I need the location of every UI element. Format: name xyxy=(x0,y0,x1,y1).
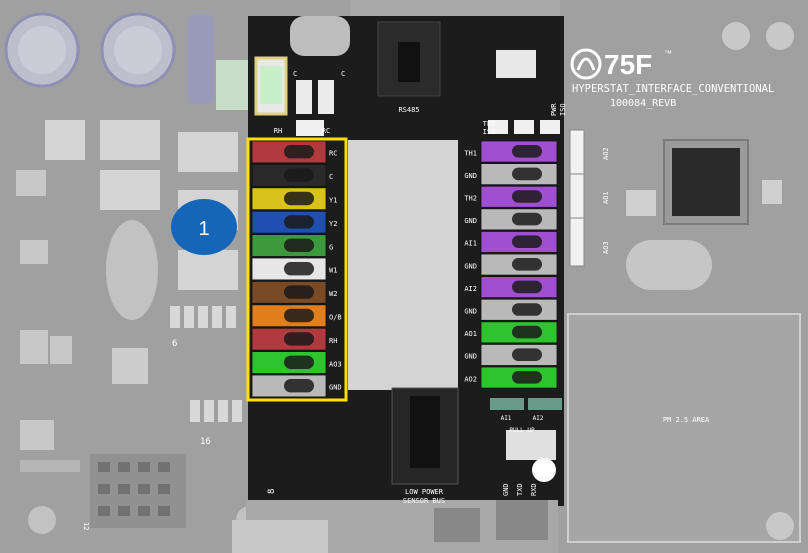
terminal-label: AI2 xyxy=(464,285,477,293)
uart-rxd-label: RXD xyxy=(530,483,538,496)
terminal-screw-slot xyxy=(512,190,542,203)
terminal-screw-slot xyxy=(512,325,542,339)
terminal-screw-slot xyxy=(284,355,314,369)
terminal-screw-slot xyxy=(284,191,314,206)
center-components xyxy=(254,21,562,542)
rs485-label: RS485 xyxy=(398,106,419,114)
terminal-label: W2 xyxy=(329,290,337,298)
terminal-label: G xyxy=(329,243,333,251)
terminal-label: AO1 xyxy=(464,330,477,338)
terminal-screw-slot xyxy=(512,303,542,316)
terminal-screw-slot xyxy=(512,371,542,384)
terminal-label: RH xyxy=(329,337,337,345)
logo-tm: ™ xyxy=(664,49,672,58)
terminal-screw-slot xyxy=(284,308,314,323)
terminal-label: AO2 xyxy=(464,375,477,383)
terminal-screw-slot xyxy=(512,235,542,248)
terminal-label: W1 xyxy=(329,267,337,275)
highlight-box xyxy=(246,137,348,402)
ai2-small-label: AI2 xyxy=(533,415,544,422)
terminal-screw-slot xyxy=(284,168,314,182)
pwr-iso-label: ISO xyxy=(559,103,567,116)
terminal-screw-slot xyxy=(512,348,542,361)
display-window xyxy=(348,140,458,390)
ao1-right-label: AO1 xyxy=(602,191,610,204)
terminal-label: RC xyxy=(329,150,337,158)
uart-gnd-label: GND xyxy=(502,483,510,496)
rc-label: RC xyxy=(322,127,330,135)
terminal-label: TH2 xyxy=(464,195,477,203)
terminal-label: O/B xyxy=(329,314,342,322)
digit-16: 16 xyxy=(200,437,211,447)
brand-logo: 75F ™ xyxy=(570,48,672,80)
terminal-screw-slot xyxy=(284,215,314,229)
terminal-screw-slot xyxy=(284,285,314,299)
pm-area-outline xyxy=(567,313,801,543)
terminal-screw-slot xyxy=(512,212,542,226)
right-components xyxy=(350,0,801,543)
digit-12: 12 xyxy=(82,522,90,530)
pm-area-label: PM 2.5 AREA xyxy=(663,416,710,424)
terminal-screw-slot xyxy=(512,167,542,181)
digit-6: 6 xyxy=(172,339,177,349)
terminal-label: GND xyxy=(464,308,477,316)
board-revision: 100084_REVB xyxy=(610,98,676,109)
pwr-label: PWR xyxy=(550,103,558,116)
board-name: HYPERSTAT_INTERFACE_CONVENTIONAL xyxy=(572,83,774,95)
ao3-right-label: AO3 xyxy=(602,241,610,254)
callout-number: 1 xyxy=(198,218,209,240)
terminal-label: C xyxy=(329,173,333,181)
ao2-right-label: AO2 xyxy=(602,147,610,160)
terminal-label: TH1 xyxy=(464,149,477,157)
pull-up-label: PULL UP xyxy=(509,427,535,434)
cap-label-1: C xyxy=(293,70,297,78)
terminal-screw-slot xyxy=(284,238,314,252)
terminal-label: GND xyxy=(464,353,477,361)
terminal-label: GND xyxy=(464,262,477,270)
low-power-label-1: LOW POWER xyxy=(405,488,444,496)
callout-marker xyxy=(171,199,237,255)
terminal-screw-slot xyxy=(284,332,314,346)
terminal-screw-slot xyxy=(512,145,542,158)
uart-txd-label: TXD xyxy=(516,483,524,496)
terminal-screw-slot xyxy=(512,258,542,271)
terminal-screw-slot xyxy=(512,280,542,294)
logo-mark: 75F xyxy=(604,49,652,80)
terminal-label: GND xyxy=(329,384,342,392)
digit-8: 8 xyxy=(267,489,277,494)
terminal-label: GND xyxy=(464,217,477,225)
terminal-screw-slot xyxy=(284,262,314,276)
ai1-small-label: AI1 xyxy=(501,415,512,422)
low-power-label-2: SENSOR BUS xyxy=(403,497,445,505)
ter-iso-label: ISO xyxy=(483,128,496,136)
terminal-label: GND xyxy=(464,172,477,180)
terminal-label: AI1 xyxy=(464,240,477,248)
terminal-screw-slot xyxy=(284,379,314,393)
terminal-screw-slot xyxy=(284,145,314,159)
rh-label: RH xyxy=(274,127,282,135)
terminal-label: Y2 xyxy=(329,220,337,228)
ter-label: TER xyxy=(483,120,496,128)
terminal-label: Y1 xyxy=(329,197,337,205)
terminal-label: AO3 xyxy=(329,360,342,368)
cap-label-2: C xyxy=(341,70,345,78)
